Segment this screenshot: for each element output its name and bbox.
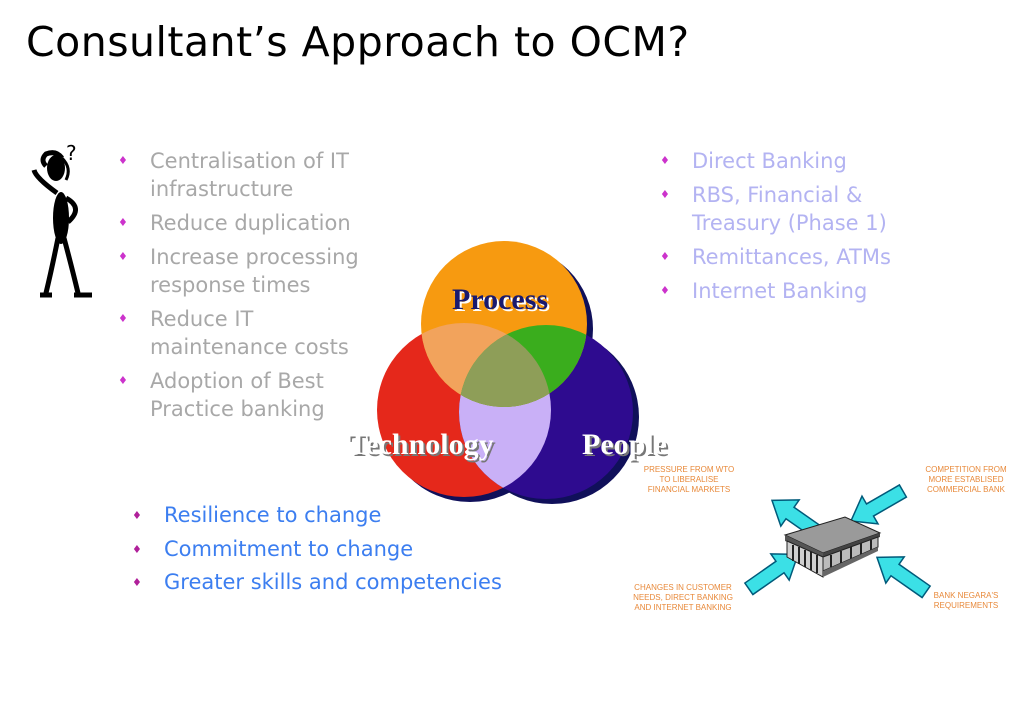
diamond-bullet-icon: ♦ xyxy=(118,312,128,325)
slide-title: Consultant’s Approach to OCM? xyxy=(26,18,690,66)
list-item: ♦Greater skills and competencies xyxy=(132,566,552,600)
pressure-label-bank-negara: BANK NEGARA'S REQUIREMENTS xyxy=(933,591,999,610)
arrow-icon xyxy=(743,553,800,596)
diamond-bullet-icon: ♦ xyxy=(660,250,670,263)
diamond-bullet-icon: ♦ xyxy=(118,250,128,263)
diamond-bullet-icon: ♦ xyxy=(118,154,128,167)
right-bullet-list: ♦Direct Banking ♦RBS, Financial & Treasu… xyxy=(660,147,920,305)
diamond-bullet-icon: ♦ xyxy=(132,542,142,556)
list-item: ♦Direct Banking xyxy=(660,149,847,173)
diamond-bullet-icon: ♦ xyxy=(660,284,670,297)
thinking-man-icon: ? xyxy=(31,141,92,298)
venn-diagram xyxy=(377,241,639,504)
list-item: ♦Internet Banking xyxy=(660,279,868,303)
list-item: ♦RBS, Financial & Treasury (Phase 1) xyxy=(660,183,887,235)
svg-text:?: ? xyxy=(66,141,77,165)
diamond-bullet-icon: ♦ xyxy=(118,374,128,387)
venn-label-people: People xyxy=(582,428,667,461)
list-item: ♦Increase processing response times xyxy=(118,245,359,297)
venn-label-process: Process xyxy=(452,283,549,316)
list-item: ♦Resilience to change xyxy=(132,499,552,533)
diamond-bullet-icon: ♦ xyxy=(660,154,670,167)
bank-building-icon xyxy=(783,516,882,578)
diamond-bullet-icon: ♦ xyxy=(132,576,142,589)
pressure-label-wto: PRESSURE FROM WTO TO LIBERALISE FINANCIA… xyxy=(643,465,735,494)
pressure-label-customer: CHANGES IN CUSTOMER NEEDS, DIRECT BANKIN… xyxy=(633,583,733,612)
diamond-bullet-icon: ♦ xyxy=(660,188,670,201)
pressures-diagram xyxy=(743,483,932,599)
list-item: ♦Remittances, ATMs xyxy=(660,245,891,269)
list-item: ♦Reduce IT maintenance costs xyxy=(118,307,349,359)
list-item: ♦Adoption of Best Practice banking xyxy=(118,369,325,421)
diamond-bullet-icon: ♦ xyxy=(132,509,142,522)
arrow-icon xyxy=(849,483,908,525)
arrow-icon xyxy=(875,556,932,599)
bottom-bullet-list: ♦Resilience to change ♦Commitment to cha… xyxy=(132,499,552,600)
list-item: ♦Centralisation of IT infrastructure xyxy=(118,149,349,201)
pressure-label-competition: COMPETITION FROM MORE ESTABLISED COMMERC… xyxy=(925,465,1007,494)
list-item: ♦Commitment to change xyxy=(132,533,552,567)
left-bullet-list: ♦Centralisation of IT infrastructure ♦Re… xyxy=(118,147,388,423)
diamond-bullet-icon: ♦ xyxy=(118,216,128,229)
venn-label-technology: Technology xyxy=(348,428,494,461)
list-item: ♦Reduce duplication xyxy=(118,211,351,235)
